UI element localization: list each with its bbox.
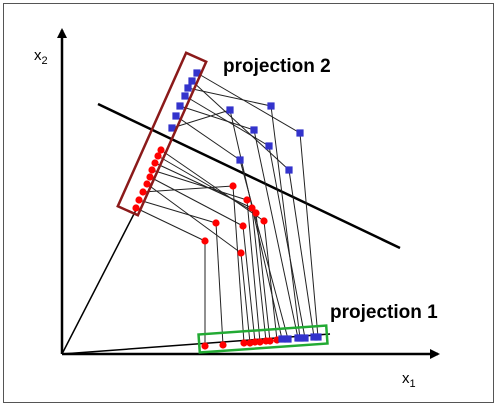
connector-line: [184, 95, 270, 147]
red-projected-point: [266, 337, 274, 345]
red-point: [248, 204, 256, 212]
red-point: [212, 219, 220, 227]
connector-line: [288, 169, 315, 338]
red-projected-point: [251, 338, 259, 346]
red-projected-point: [143, 180, 151, 188]
red-point: [252, 209, 260, 217]
y-axis-label: x2: [34, 47, 48, 67]
connector-line: [149, 176, 244, 227]
blue-projected-point: [314, 333, 322, 341]
red-point: [201, 237, 209, 245]
blue-point: [265, 142, 273, 150]
connector-line: [196, 72, 301, 134]
projection-2-line: [61, 209, 137, 355]
connector-line: [187, 87, 272, 107]
data-points: [132, 69, 322, 350]
connector-line: [160, 149, 265, 222]
red-projected-point: [154, 152, 162, 160]
connector-line: [270, 105, 301, 339]
red-projected-point: [157, 146, 165, 154]
red-projected-point: [132, 204, 140, 212]
blue-point: [296, 129, 304, 137]
red-projected-point: [135, 196, 143, 204]
red-point: [237, 249, 245, 257]
red-projected-point: [148, 166, 156, 174]
projection-2-box: [116, 51, 208, 217]
blue-projected-point: [168, 124, 176, 132]
connector-line: [138, 199, 217, 224]
blue-point: [267, 102, 275, 110]
connector-line: [299, 132, 319, 338]
connector-line: [171, 109, 231, 129]
red-point: [239, 222, 247, 230]
connector-line: [191, 80, 290, 171]
blue-projected-point: [284, 335, 292, 343]
connector-line: [246, 199, 261, 343]
blue-point: [236, 156, 244, 164]
connector-line: [240, 252, 251, 344]
connector-line: [146, 183, 242, 254]
connector-line: [253, 129, 299, 339]
blue-projected-point: [172, 112, 180, 120]
connector-line: [142, 185, 234, 193]
connector-line: [154, 162, 253, 209]
connector-line: [175, 115, 241, 161]
red-projected-point: [201, 342, 209, 350]
blue-projected-point: [310, 333, 318, 341]
connector-line: [135, 207, 206, 242]
blue-point: [226, 106, 234, 114]
connector-line: [151, 169, 248, 201]
red-projected-point: [151, 159, 159, 167]
red-point: [243, 196, 251, 204]
blue-point: [285, 166, 293, 174]
connector-line: [239, 159, 289, 340]
blue-projected-point: [278, 335, 286, 343]
projection-1-label: projection 1: [330, 302, 438, 323]
blue-point: [250, 126, 258, 134]
projection-2-label: projection 2: [223, 56, 331, 77]
connector-line: [229, 109, 283, 340]
connector-line: [251, 207, 267, 342]
red-projected-point: [146, 173, 154, 181]
blue-projected-point: [188, 77, 196, 85]
connector-line: [157, 155, 257, 214]
projection-connectors: [135, 72, 319, 346]
blue-projected-point: [193, 69, 201, 77]
blue-projected-point: [181, 92, 189, 100]
red-point: [229, 182, 237, 190]
connector-line: [215, 222, 224, 346]
decision-boundary: [97, 102, 401, 250]
projection-1-box: [197, 324, 329, 354]
red-projected-point: [139, 188, 147, 196]
blue-projected-point: [184, 84, 192, 92]
x-axis-label: x1: [402, 370, 416, 390]
connector-line: [242, 225, 256, 343]
red-projected-point: [240, 339, 248, 347]
blue-projected-point: [296, 334, 304, 342]
blue-projected-point: [301, 334, 309, 342]
blue-projected-point: [176, 102, 184, 110]
red-projected-point: [219, 341, 227, 349]
red-projected-point: [256, 338, 264, 346]
connector-line: [232, 185, 245, 344]
connector-line: [263, 220, 278, 341]
connector-line: [268, 145, 306, 339]
red-point: [260, 217, 268, 225]
